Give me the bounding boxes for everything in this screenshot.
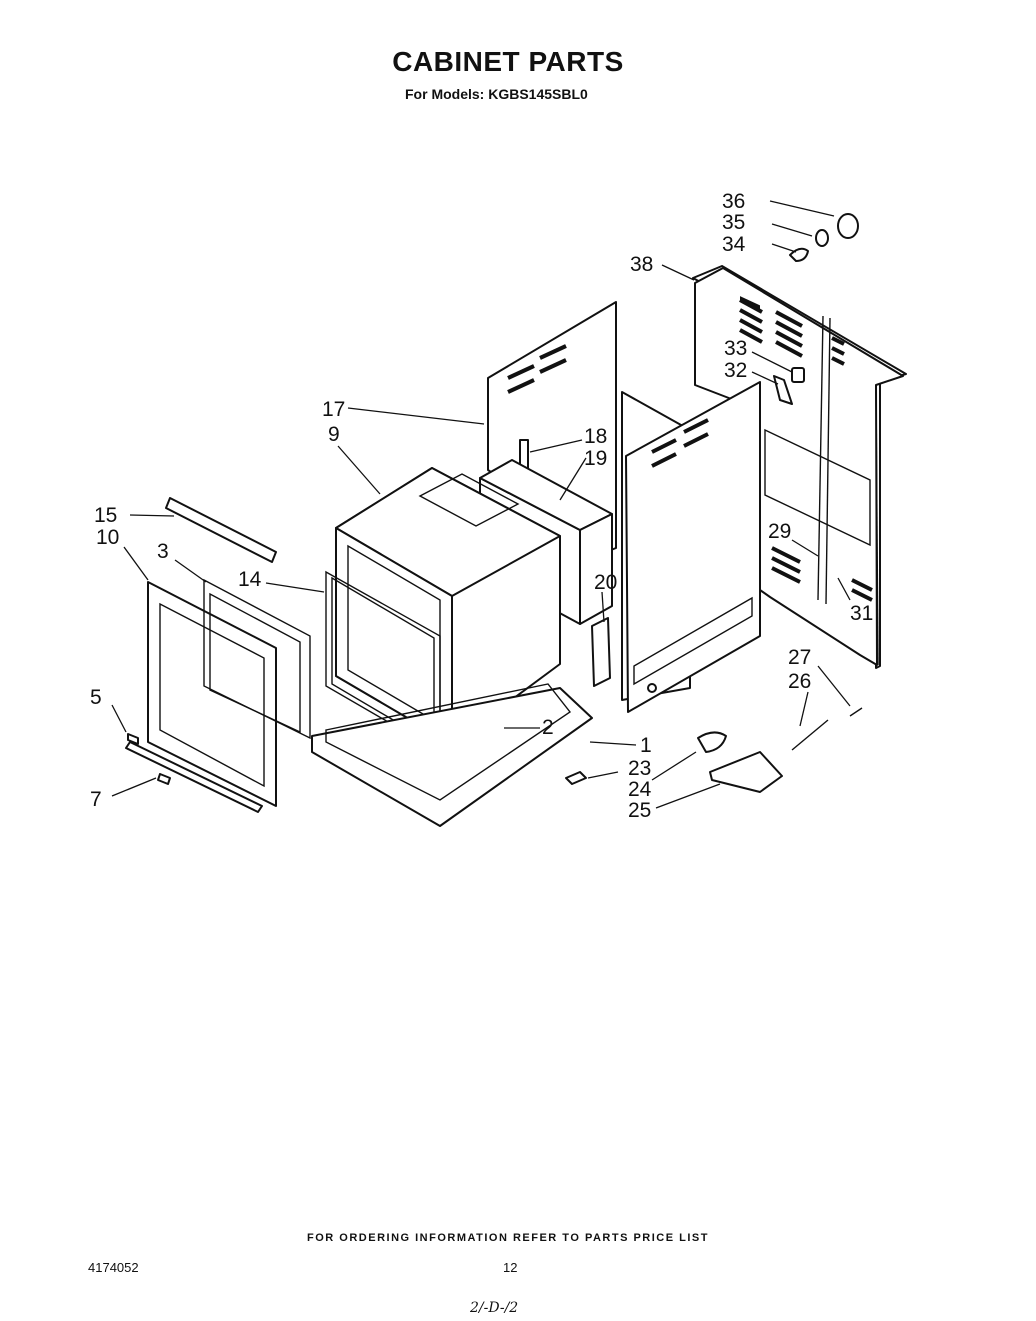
bracket-part bbox=[591, 617, 611, 687]
callout-26: 26 bbox=[788, 670, 811, 693]
leader-lines bbox=[111, 200, 851, 809]
door-hinge-parts bbox=[125, 733, 263, 813]
ordering-note: FOR ORDERING INFORMATION REFER TO PARTS … bbox=[307, 1232, 709, 1244]
callout-32: 32 bbox=[724, 359, 747, 382]
door-inner-panel-part bbox=[203, 578, 311, 740]
lamp-assembly-parts bbox=[789, 213, 859, 262]
callout-35: 35 bbox=[722, 211, 745, 234]
callout-7: 7 bbox=[90, 788, 102, 811]
callout-27: 27 bbox=[788, 646, 811, 669]
callout-14: 14 bbox=[238, 568, 262, 591]
callout-36: 34 bbox=[722, 233, 746, 256]
callout-25: 25 bbox=[628, 799, 651, 822]
callout-labels: 36 35 34 38 33 32 17 9 18 19 15 10 3 14 … bbox=[90, 190, 873, 822]
callout-38: 38 bbox=[630, 253, 653, 276]
oven-liner-part bbox=[335, 467, 561, 745]
callout-34: 36 bbox=[722, 190, 745, 213]
callout-2: 2 bbox=[542, 716, 554, 739]
callout-23: 23 bbox=[628, 757, 651, 780]
callout-24: 24 bbox=[628, 778, 652, 801]
callout-18: 18 bbox=[584, 425, 607, 448]
callout-19: 19 bbox=[584, 447, 607, 470]
callout-29: 29 bbox=[768, 520, 791, 543]
callout-3: 3 bbox=[157, 540, 169, 563]
callout-20: 20 bbox=[594, 571, 617, 594]
door-frame-part bbox=[147, 581, 277, 807]
callout-5: 5 bbox=[90, 686, 102, 709]
callout-33: 33 bbox=[724, 337, 747, 360]
document-number: 4174052 bbox=[88, 1260, 139, 1275]
page-number: 12 bbox=[503, 1260, 518, 1275]
callout-10: 10 bbox=[96, 526, 119, 549]
handwritten-annotation: 2/-D-/2 bbox=[470, 1300, 519, 1316]
oven-bottom-part bbox=[311, 683, 593, 827]
small-hardware-parts bbox=[565, 707, 863, 793]
model-subtitle: For Models: KGBS145SBL0 bbox=[405, 86, 588, 102]
callout-1: 1 bbox=[640, 734, 652, 757]
door-trim-strip-part bbox=[165, 497, 277, 563]
rear-panel-part bbox=[692, 265, 907, 669]
callout-15: 15 bbox=[94, 504, 117, 527]
callout-9: 9 bbox=[328, 423, 340, 446]
page-title: CABINET PARTS bbox=[392, 46, 624, 77]
callout-17: 17 bbox=[322, 398, 345, 421]
callout-31: 31 bbox=[850, 602, 873, 625]
right-side-panel-part bbox=[621, 381, 761, 713]
